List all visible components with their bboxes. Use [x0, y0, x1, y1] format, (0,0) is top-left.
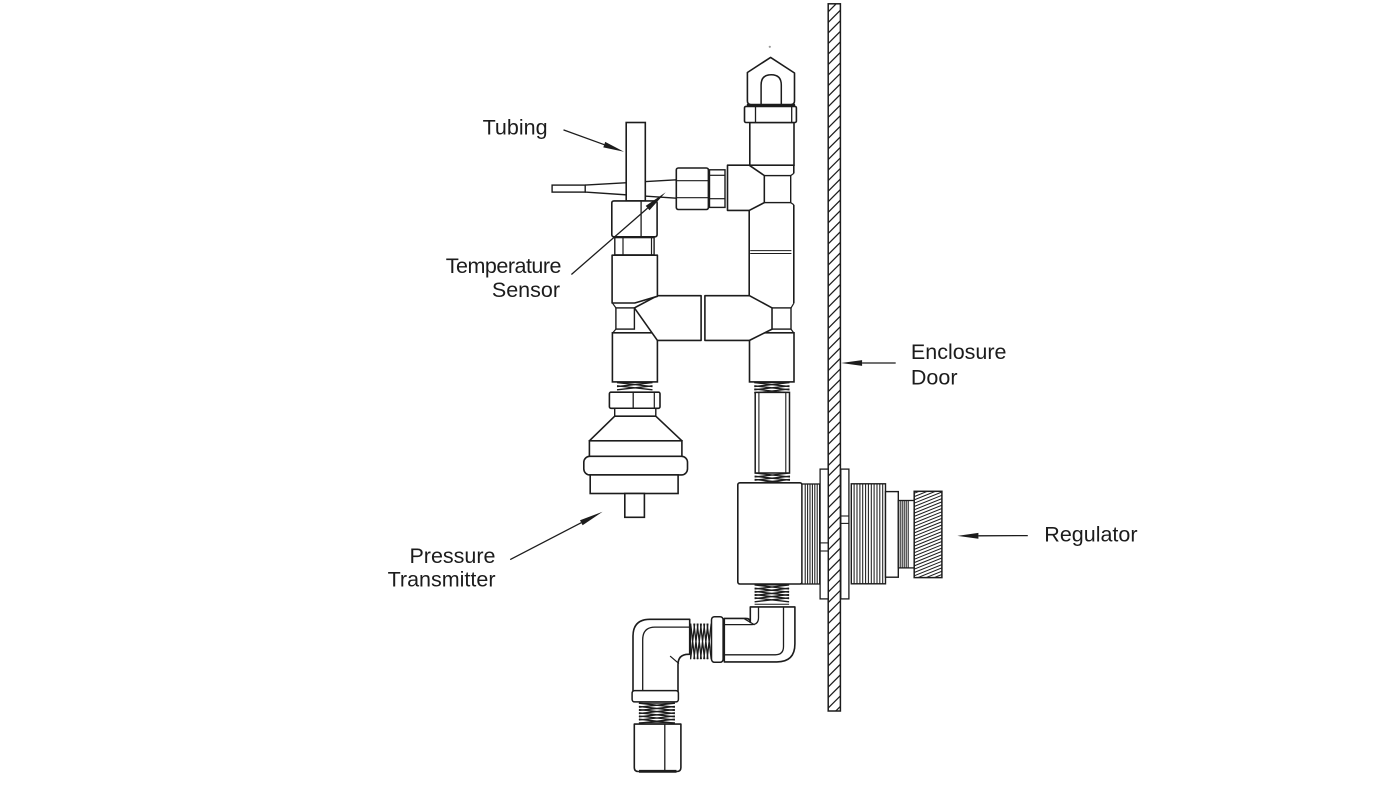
svg-text:Enclosure: Enclosure: [911, 340, 1007, 364]
svg-text:Pressure: Pressure: [409, 544, 495, 568]
svg-text:Tubing: Tubing: [483, 116, 548, 140]
svg-text:Sensor: Sensor: [492, 278, 560, 302]
svg-text:Temperature: Temperature: [446, 254, 561, 278]
svg-text:Transmitter: Transmitter: [388, 568, 496, 592]
svg-text:Door: Door: [911, 366, 958, 390]
svg-text:Regulator: Regulator: [1044, 523, 1137, 547]
